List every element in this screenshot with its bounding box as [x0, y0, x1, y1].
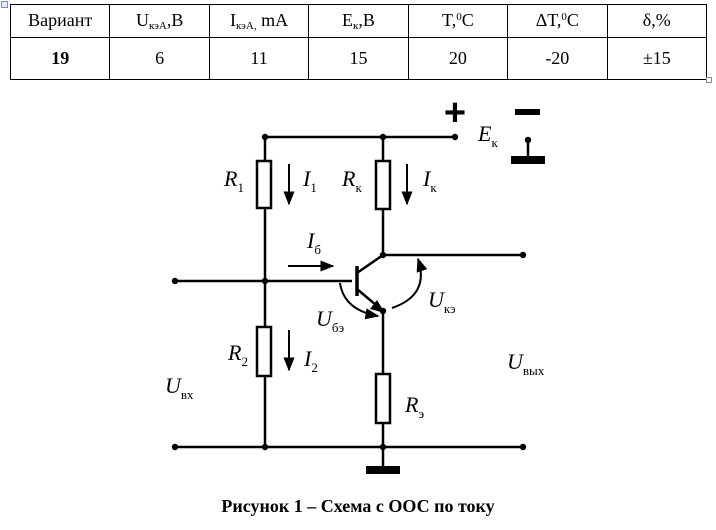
table-values-row: 19 6 11 15 20 -20 ±15	[9, 37, 708, 80]
plus-sign: +	[444, 92, 466, 134]
table-move-handle[interactable]	[1, 1, 8, 8]
node-minus-terminal	[524, 136, 532, 144]
header-cell-variant: Вариант	[9, 4, 111, 38]
label-i1: I1	[303, 166, 317, 195]
r2-resistor	[255, 325, 273, 378]
header-cell-uke: UкэА,B	[109, 4, 210, 38]
figure-caption: Рисунок 1 – Схема с ООС по току	[221, 496, 495, 516]
table-resize-handle[interactable]	[706, 77, 712, 83]
label-uke: Uкэ	[428, 287, 456, 316]
value-cell-ek: 15	[308, 37, 409, 80]
node-base	[261, 277, 269, 285]
re-resistor	[374, 372, 392, 425]
value-cell-dt: -20	[507, 37, 608, 80]
minus-ground-bar	[511, 156, 545, 164]
ube-arc-icon	[339, 282, 380, 320]
label-ik: Iк	[423, 166, 437, 195]
minus-sign-icon	[515, 109, 540, 115]
label-ib: Iб	[307, 228, 321, 257]
node-supply-rk	[379, 133, 387, 141]
parameters-table: Вариант UкэА,B IкэА, mA Eк,B T,0C ΔT,0C …	[9, 4, 708, 80]
label-ube: Uбэ	[316, 306, 345, 335]
label-i2: I2	[304, 346, 318, 375]
header-cell-delta: δ,%	[606, 4, 708, 38]
table-header-row: Вариант UкэА,B IкэА, mA Eк,B T,0C ΔT,0C …	[9, 4, 708, 38]
label-re: Rэ	[405, 392, 425, 421]
value-cell-variant: 19	[9, 37, 111, 80]
uke-arc-icon	[391, 257, 428, 309]
label-r1: R1	[224, 166, 244, 195]
node-output-terminal	[519, 251, 527, 259]
header-cell-ek: Eк,B	[308, 4, 409, 38]
header-cell-dt: ΔT,0C	[507, 4, 608, 38]
label-r2: R2	[228, 340, 248, 369]
node-ground-left	[171, 443, 179, 451]
node-ground-r2	[261, 443, 269, 451]
label-uin: Uвх	[165, 373, 194, 402]
node-ek-terminal	[451, 133, 459, 141]
label-rk: Rк	[342, 166, 362, 195]
node-ground-re	[379, 443, 387, 451]
label-ek: Eк	[478, 121, 498, 150]
value-cell-delta: ±15	[606, 37, 708, 80]
r1-resistor	[255, 159, 273, 210]
transistor-collector	[356, 253, 384, 275]
ground-symbol	[366, 466, 400, 474]
node-collector	[379, 251, 387, 259]
rk-resistor	[374, 159, 392, 211]
label-uout: Uвых	[507, 349, 545, 378]
node-supply-r1	[261, 133, 269, 141]
node-ground-right	[519, 443, 527, 451]
node-input-terminal	[171, 277, 179, 285]
